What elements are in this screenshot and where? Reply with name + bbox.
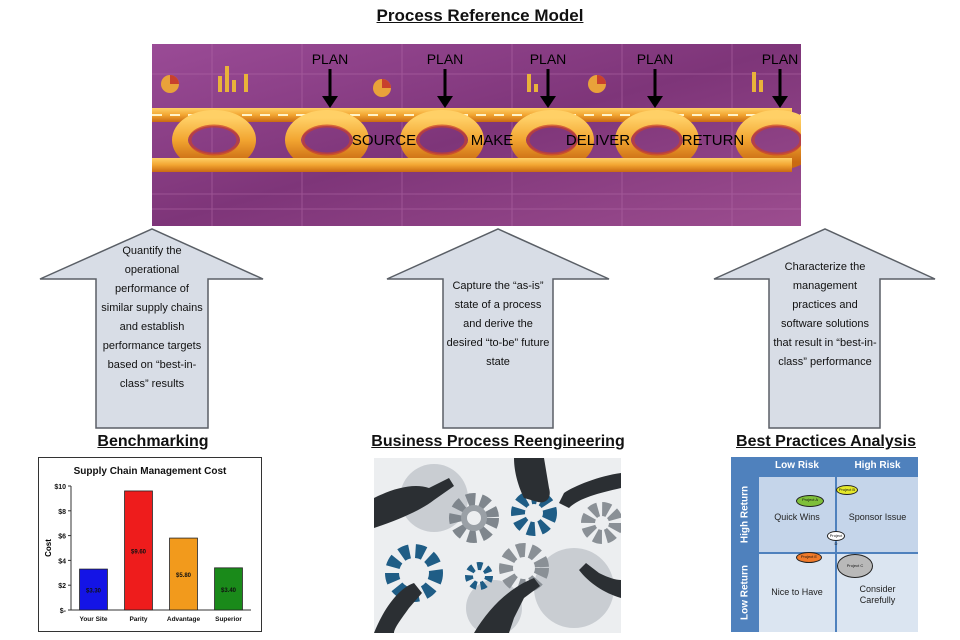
y-axis-label: Cost bbox=[44, 539, 53, 557]
row-header-low-return: Low Return bbox=[739, 565, 751, 620]
col-header-low-risk: Low Risk bbox=[775, 460, 819, 471]
gears-hands-image bbox=[374, 458, 621, 633]
bubble-project-d: Project D bbox=[827, 531, 845, 546]
chart-title: Supply Chain Management Cost bbox=[73, 466, 227, 477]
stage-source: SOURCE bbox=[352, 132, 416, 149]
bar-0 bbox=[79, 568, 108, 611]
bar-2 bbox=[169, 537, 198, 611]
arrow-text-benchmarking: Quantify the operational performance of … bbox=[101, 245, 203, 390]
process-banner: PLAN PLAN PLAN PLAN PLAN SOURCE MAKE DEL… bbox=[152, 44, 801, 226]
bubble-project-b: Project B bbox=[836, 485, 858, 495]
y-tick-label: $10 bbox=[54, 484, 66, 491]
chain bbox=[152, 108, 801, 172]
arrow-text-bpr: Capture the “as-is” state of a process a… bbox=[446, 280, 550, 368]
y-tick-label: $- bbox=[60, 608, 67, 615]
cell-consider-carefully: Consider Carefully bbox=[859, 584, 896, 605]
bar-value-label: $5.80 bbox=[176, 573, 192, 579]
arrow-text-bpa: Characterize the management practices an… bbox=[773, 261, 877, 368]
bubble-project-e: Project E bbox=[796, 552, 822, 563]
bar-value-label: $3.40 bbox=[221, 588, 237, 594]
risk-return-matrix: Low Risk High Risk High Return Low Retur… bbox=[731, 457, 918, 632]
cell-nice-to-have: Nice to Have bbox=[771, 587, 823, 597]
stage-return: RETURN bbox=[682, 132, 745, 149]
cell-sponsor-issue: Sponsor Issue bbox=[848, 512, 907, 522]
cell-quick-wins: Quick Wins bbox=[774, 512, 820, 522]
x-tick-label: Advantage bbox=[167, 616, 201, 623]
chain-illustration: PLAN PLAN PLAN PLAN PLAN SOURCE MAKE DEL… bbox=[152, 44, 801, 226]
y-tick-label: $4 bbox=[58, 558, 66, 565]
y-tick-label: $8 bbox=[58, 509, 66, 516]
bubble-project-a: Project A bbox=[796, 495, 824, 507]
plan-label-2: PLAN bbox=[427, 51, 464, 67]
hands-silhouettes bbox=[374, 458, 621, 633]
up-arrow-bpr bbox=[386, 228, 610, 429]
x-tick-label: Your Site bbox=[79, 616, 107, 623]
bar-value-label: $3.30 bbox=[86, 589, 102, 595]
decorative-graphics bbox=[161, 66, 763, 97]
plan-label-3: PLAN bbox=[530, 51, 567, 67]
plan-arrows bbox=[322, 69, 788, 108]
section-title-benchmarking: Benchmarking bbox=[97, 433, 209, 450]
bubble-project-c: Project C bbox=[837, 554, 873, 578]
y-tick-label: $2 bbox=[58, 583, 66, 590]
section-title-bpa: Best Practices Analysis bbox=[736, 433, 916, 450]
y-tick-label: $6 bbox=[58, 534, 66, 541]
up-arrows bbox=[39, 228, 936, 429]
section-title-bpr: Business Process Reengineering bbox=[371, 433, 625, 450]
plan-label-1: PLAN bbox=[312, 51, 349, 67]
up-arrow-bpa bbox=[713, 228, 936, 429]
bar-1 bbox=[124, 490, 153, 611]
page-title: Process Reference Model bbox=[376, 6, 584, 25]
stage-deliver: DELIVER bbox=[566, 132, 630, 149]
up-arrow-benchmarking bbox=[39, 228, 264, 429]
bar-value-label: $9.60 bbox=[131, 549, 147, 555]
col-header-high-risk: High Risk bbox=[854, 460, 901, 471]
x-tick-label: Parity bbox=[129, 616, 147, 623]
benchmark-chart: Supply Chain Management Cost $-$2$4$6$8$… bbox=[38, 457, 262, 632]
row-header-high-return: High Return bbox=[739, 485, 751, 544]
stage-make: MAKE bbox=[471, 132, 514, 149]
plan-label-5: PLAN bbox=[762, 51, 799, 67]
bar-3 bbox=[214, 567, 243, 611]
plan-label-4: PLAN bbox=[637, 51, 674, 67]
x-tick-label: Superior bbox=[215, 616, 242, 623]
